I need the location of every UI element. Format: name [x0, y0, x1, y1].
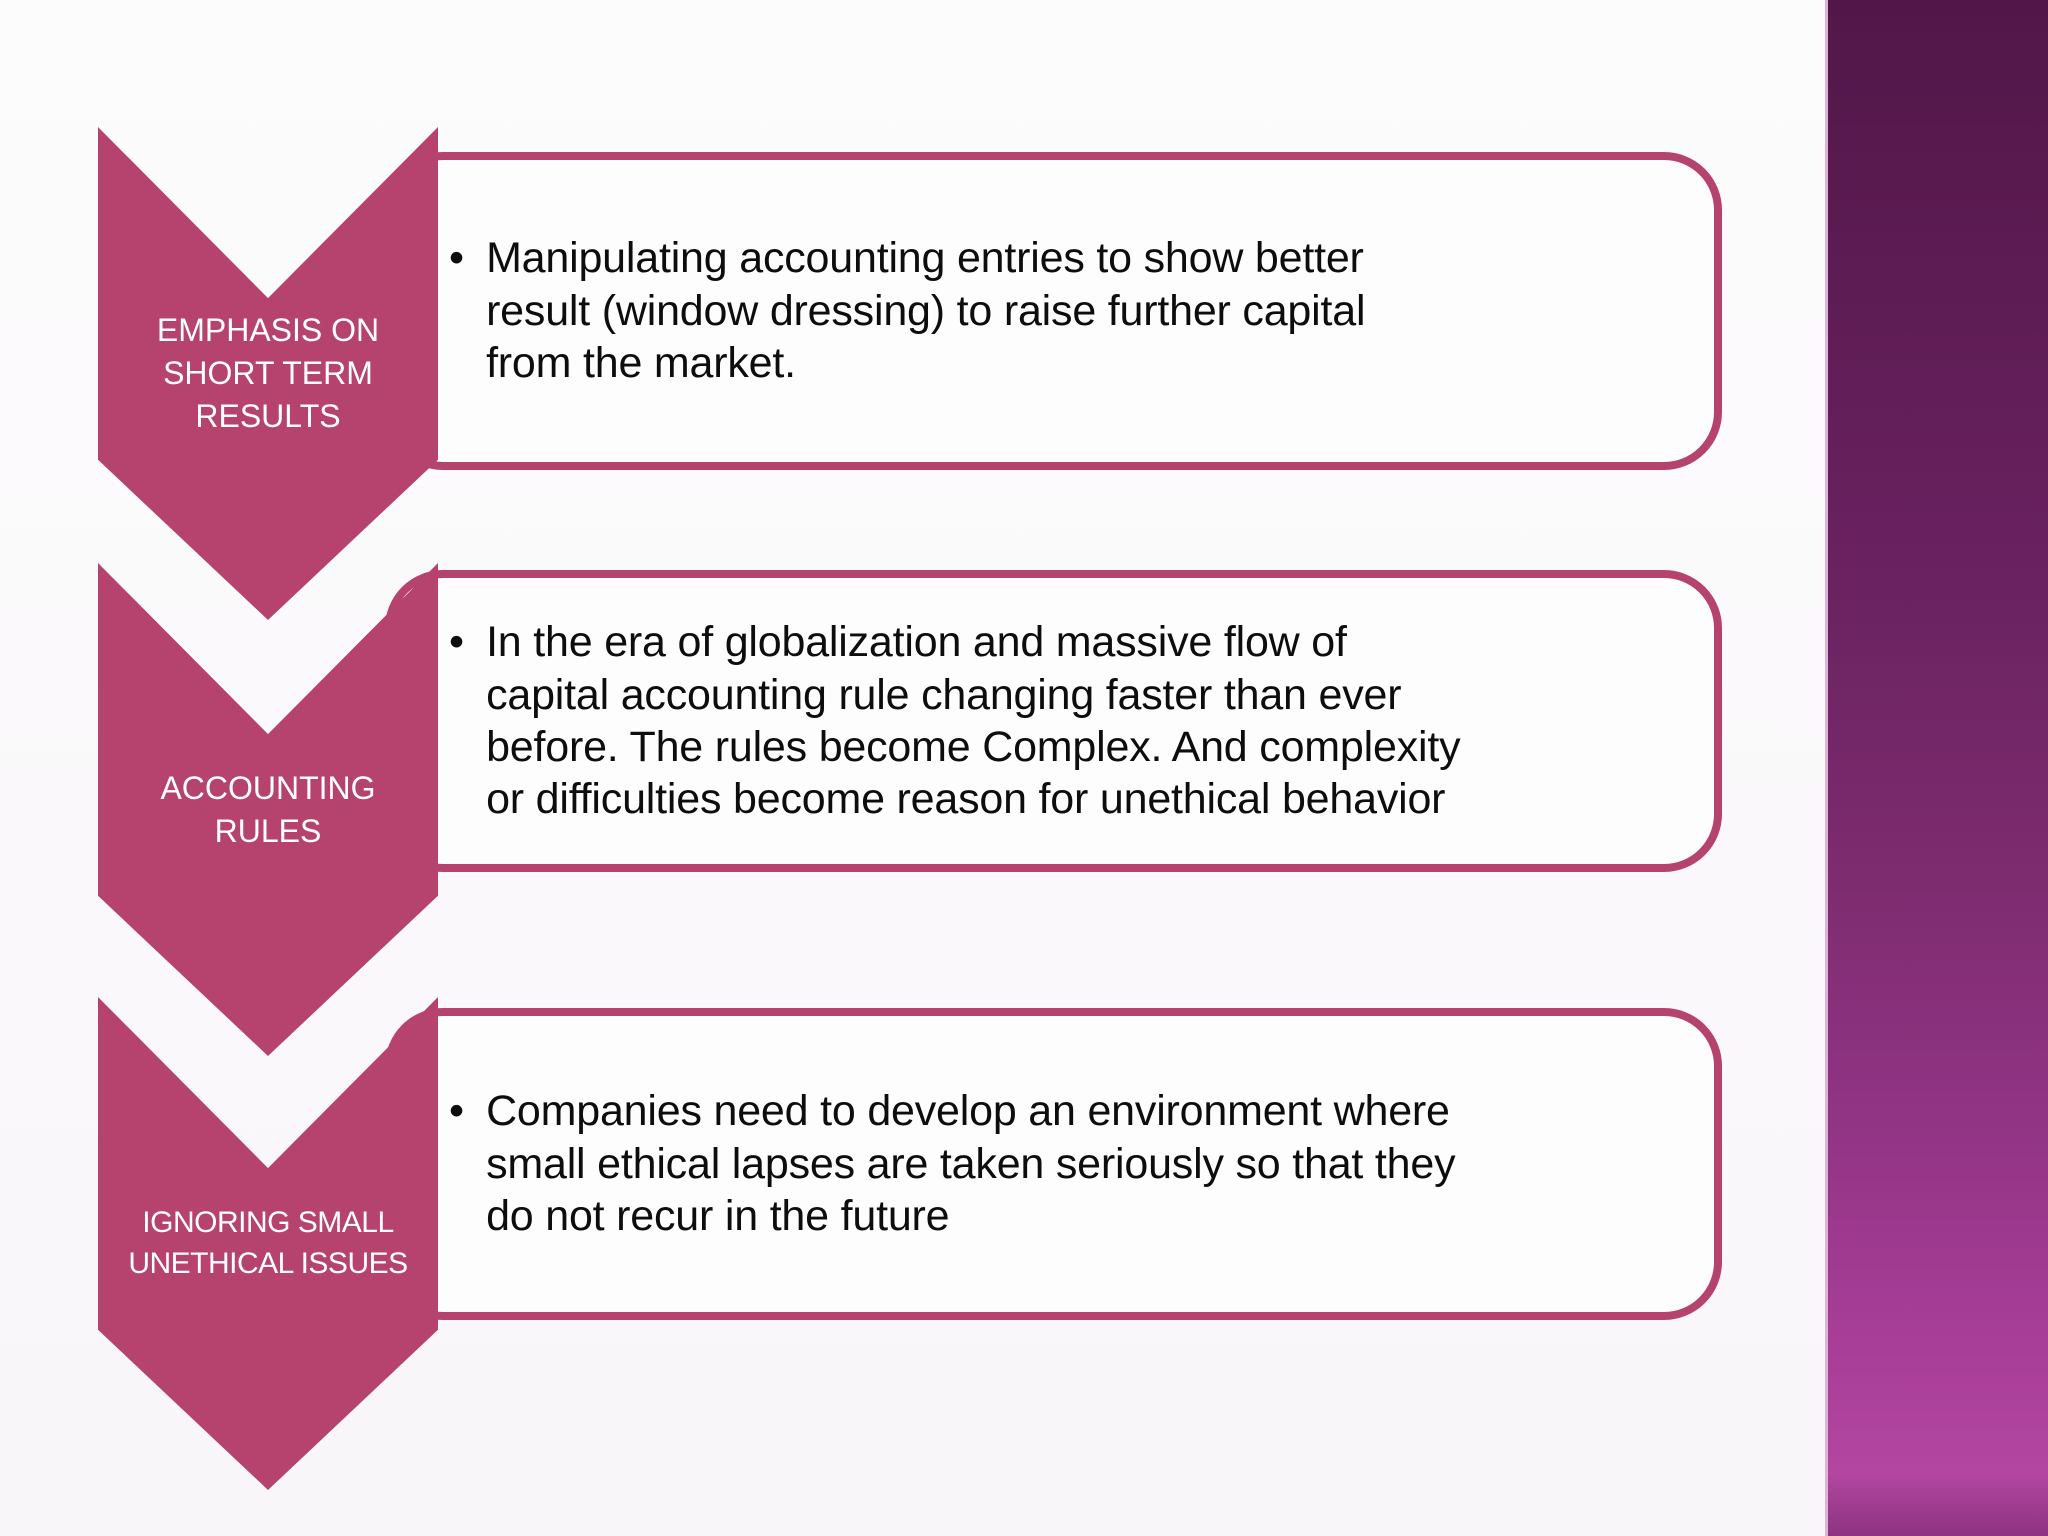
chevron-step-2-icon: ACCOUNTING RULES: [98, 563, 438, 1056]
bullet-icon: •: [449, 1087, 465, 1136]
chevron-label-2: ACCOUNTING RULES: [160, 769, 376, 849]
accent-sidebar: [1825, 0, 2048, 1536]
bullet-row: • Manipulating accounting entries to sho…: [393, 232, 1395, 389]
callout-box-3: • Companies need to develop an environme…: [385, 1008, 1722, 1320]
callout-box-1: • Manipulating accounting entries to sho…: [385, 152, 1722, 470]
bullet-row: • In the era of globalization and massiv…: [393, 616, 1490, 826]
callout-text-2: In the era of globalization and massive …: [486, 618, 1461, 824]
chevron-step-1-icon: EMPHASIS ON SHORT TERM RESULTS: [98, 127, 438, 620]
callout-text-1: Manipulating accounting entries to show …: [486, 234, 1366, 388]
bullet-icon: •: [449, 618, 465, 667]
callout-box-2: • In the era of globalization and massiv…: [385, 570, 1722, 872]
chevron-label-1: EMPHASIS ON SHORT TERM RESULTS: [156, 312, 380, 434]
chevron-step-3-icon: IGNORING SMALL UNETHICAL ISSUES: [98, 997, 438, 1490]
chevron-label-3: IGNORING SMALL UNETHICAL ISSUES: [128, 1206, 408, 1280]
callout-text-3: Companies need to develop an environment…: [486, 1087, 1456, 1241]
bullet-row: • Companies need to develop an environme…: [393, 1085, 1485, 1242]
bullet-icon: •: [449, 234, 465, 283]
